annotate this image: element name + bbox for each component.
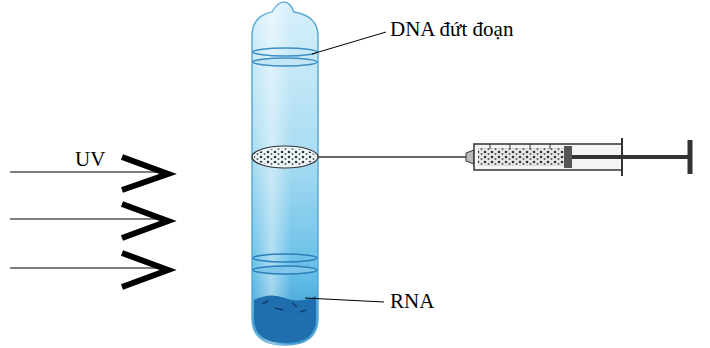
uv-arrows	[10, 157, 168, 287]
leader-line	[312, 32, 386, 54]
band-label: RNA	[390, 290, 434, 313]
syringe	[318, 138, 690, 176]
leader-line	[305, 298, 384, 302]
uv-label: UV	[75, 148, 105, 171]
band-label: DNA đứt đoạn	[390, 18, 513, 41]
centrifuge-tube	[252, 2, 318, 345]
